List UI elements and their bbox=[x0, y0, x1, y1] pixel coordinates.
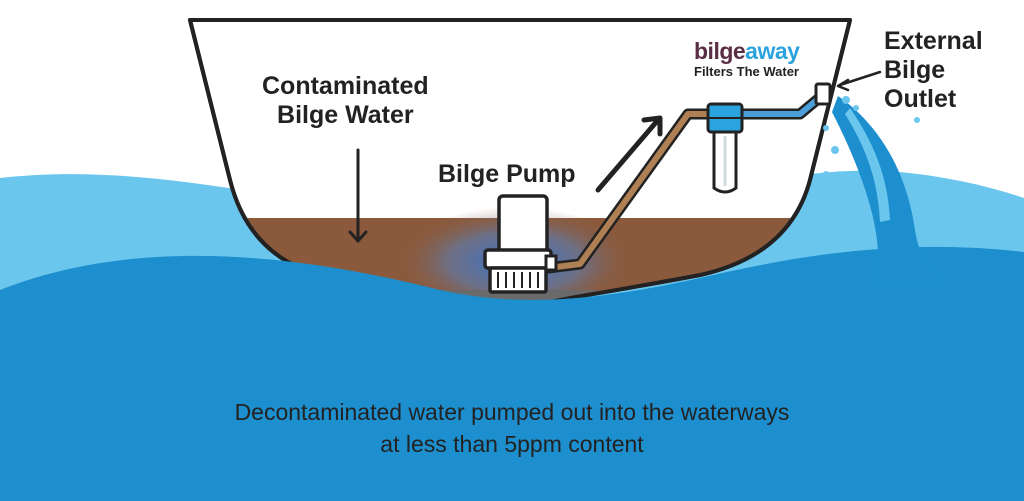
water-outflow-highlight bbox=[845, 108, 890, 222]
outlet-label-line3: Outlet bbox=[884, 84, 957, 113]
bilge-pump-label: Bilge Pump bbox=[438, 160, 576, 188]
outlet-pointer-arrow bbox=[836, 70, 882, 92]
contaminated-label-line1: Contaminated bbox=[262, 72, 429, 100]
brand-tagline: Filters The Water bbox=[694, 64, 799, 80]
outlet-fitting bbox=[814, 82, 832, 106]
external-bilge-outlet-label: External Bilge Outlet bbox=[884, 27, 983, 113]
bilge-pump bbox=[483, 194, 558, 294]
brand-name-part2: away bbox=[745, 38, 800, 64]
bilgeaway-filter bbox=[706, 102, 744, 194]
caption-line1: Decontaminated water pumped out into the… bbox=[234, 399, 790, 425]
caption-line2: at less than 5ppm content bbox=[380, 431, 644, 457]
flow-arrow bbox=[595, 115, 663, 193]
hull-keel bbox=[440, 290, 600, 306]
contaminated-bilge-water-label: Contaminated Bilge Water bbox=[262, 72, 429, 130]
outlet-label-line1: External bbox=[884, 27, 983, 55]
caption: Decontaminated water pumped out into the… bbox=[0, 396, 1024, 460]
brand-name-part1: bilge bbox=[694, 38, 746, 64]
deep-water bbox=[0, 246, 1024, 501]
down-arrow bbox=[348, 148, 368, 243]
contaminated-label-line2: Bilge Water bbox=[277, 100, 414, 129]
outlet-label-line2: Bilge bbox=[884, 55, 946, 84]
water-droplets bbox=[823, 96, 933, 224]
brand-name: bilgeaway bbox=[694, 38, 800, 64]
water-outflow bbox=[832, 96, 945, 282]
discharge-pipe-dirty bbox=[545, 111, 715, 271]
bilgeaway-logo: bilgeaway Filters The Water bbox=[694, 38, 800, 80]
